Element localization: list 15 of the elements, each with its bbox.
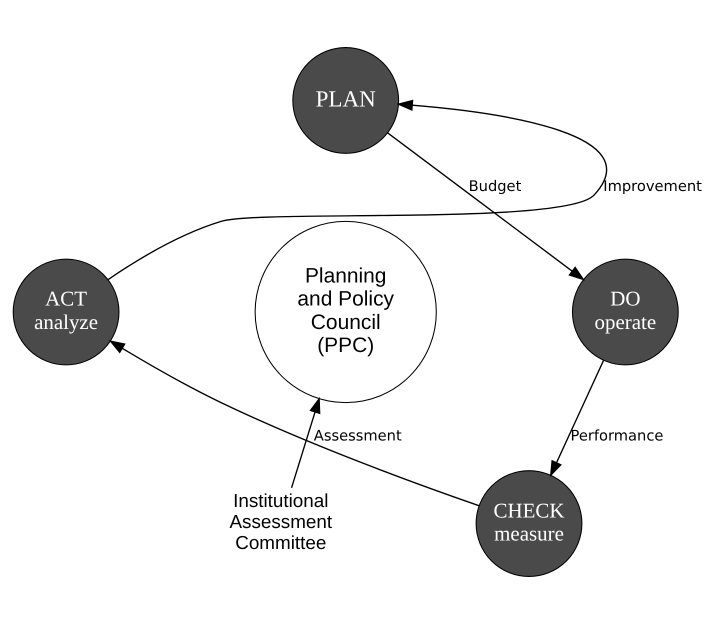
node-circle: Planning and Policy Council (PPC) xyxy=(254,220,436,403)
arrow xyxy=(107,99,607,280)
arrow xyxy=(386,132,584,280)
arrow xyxy=(108,340,479,506)
node-circle: DO operate xyxy=(571,258,678,365)
edge-label: Performance xyxy=(570,427,663,444)
node-circle: PLAN xyxy=(292,46,399,154)
edge-label: Improvement xyxy=(602,178,702,195)
edge-label: Assessment xyxy=(313,427,402,444)
node-text: Institutional Assessment Committee xyxy=(228,490,332,553)
node-circle: ACT analyze xyxy=(12,258,119,365)
arrow xyxy=(290,396,320,488)
edge-label: Budget xyxy=(468,178,521,195)
node-circle: CHECK measure xyxy=(475,470,582,576)
arrow xyxy=(549,360,604,477)
